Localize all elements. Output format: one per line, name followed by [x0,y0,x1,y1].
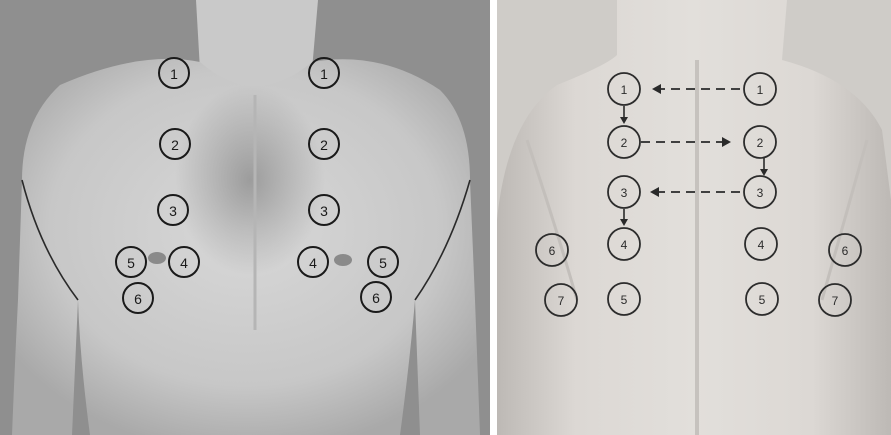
chest-front-photo: 1 2 3 4 5 6 1 2 3 4 5 6 [0,0,490,435]
marker-number: 2 [320,137,328,153]
marker-number: 3 [320,203,328,219]
marker-number: 1 [320,66,328,82]
marker-number: 7 [558,294,565,308]
marker-number: 1 [621,83,628,97]
marker-number: 1 [170,66,178,82]
marker-number: 5 [759,293,766,307]
right-nipple [334,254,352,266]
marker-number: 2 [171,137,179,153]
marker-number: 3 [621,186,628,200]
left-nipple [148,252,166,264]
marker-number: 3 [757,186,764,200]
marker-number: 7 [832,294,839,308]
marker-number: 4 [309,255,317,271]
chest-front-illustration: 1 2 3 4 5 6 1 2 3 4 5 6 [0,0,490,435]
chest-hair [175,85,325,275]
marker-number: 5 [127,255,135,271]
marker-number: 5 [621,293,628,307]
marker-number: 1 [757,83,764,97]
marker-number: 4 [621,238,628,252]
marker-number: 6 [842,244,849,258]
marker-number: 6 [372,290,380,306]
marker-number: 5 [379,255,387,271]
marker-number: 2 [621,136,628,150]
marker-number: 6 [134,291,142,307]
marker-number: 3 [169,203,177,219]
marker-number: 2 [757,136,764,150]
panel-divider [490,0,497,435]
marker-number: 4 [758,238,765,252]
marker-number: 4 [180,255,188,271]
back-photo: 1 2 3 4 5 6 7 1 2 3 4 5 6 7 [497,0,891,435]
back-illustration: 1 2 3 4 5 6 7 1 2 3 4 5 6 7 [497,0,891,435]
marker-number: 6 [549,244,556,258]
